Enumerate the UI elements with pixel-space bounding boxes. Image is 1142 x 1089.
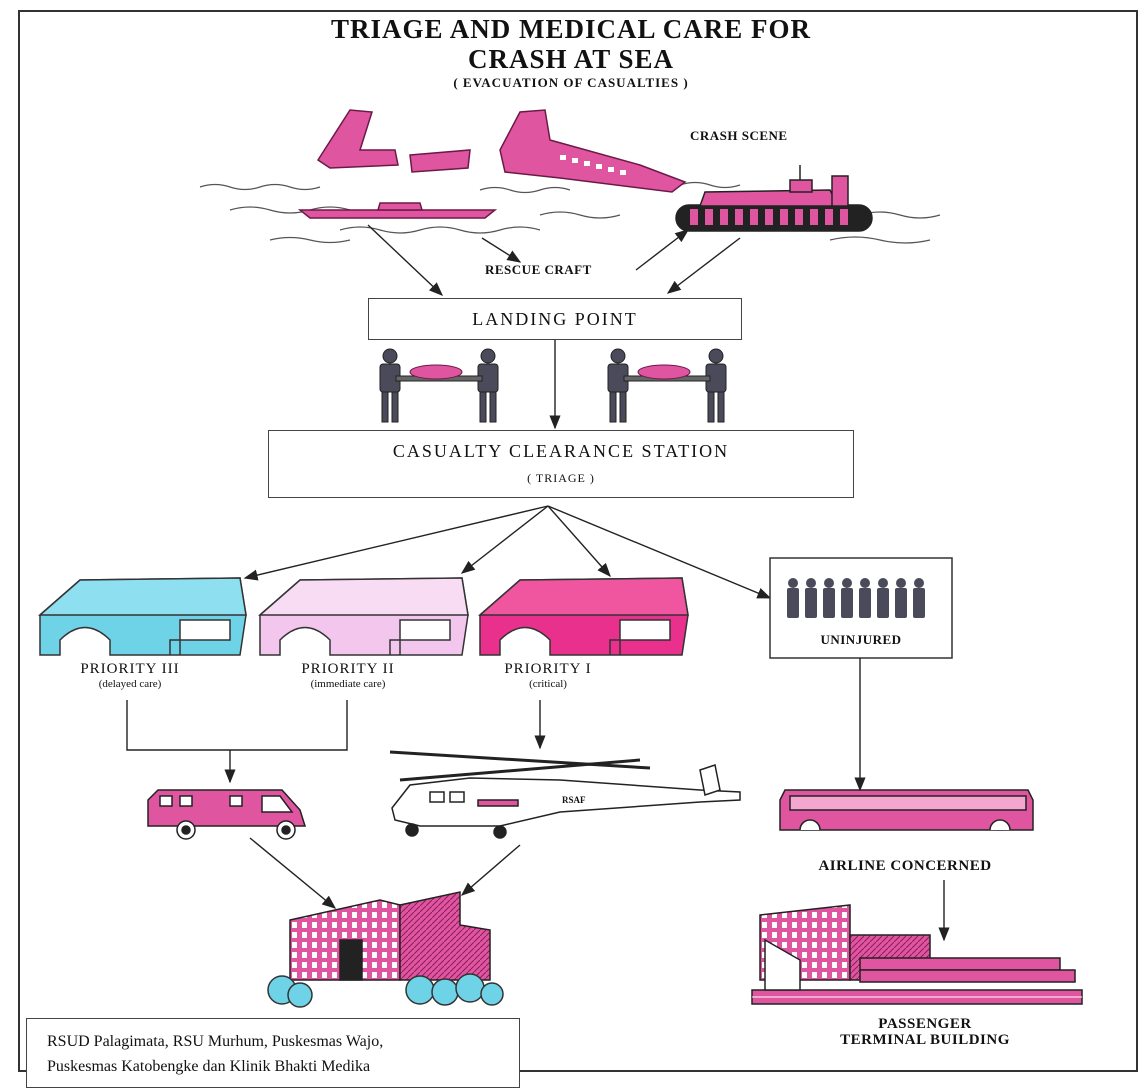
uninjured-people-icon	[787, 578, 925, 618]
crash-scene-label: CRASH SCENE	[690, 128, 788, 143]
title-line-1: TRIAGE AND MEDICAL CARE FOR	[330, 14, 812, 44]
ambulance-icon	[147, 789, 307, 840]
rescue-arrows	[367, 224, 741, 296]
landing-point-box: LANDING POINT	[368, 298, 742, 340]
hospitals-box: RSUD Palagimata, RSU Murhum, Puskesmas W…	[26, 1018, 520, 1088]
rescue-craft-label: RESCUE CRAFT	[485, 262, 592, 277]
priority-1-label: PRIORITY I	[504, 661, 592, 677]
priority-3-label: PRIORITY III	[80, 661, 180, 677]
terminal-building-icon	[751, 904, 1083, 1005]
helicopter-icon	[389, 750, 741, 839]
hospital-building-icon	[267, 891, 504, 1008]
terminal-label-line-1: PASSENGER	[878, 1016, 972, 1032]
priority-2-label: PRIORITY II	[301, 661, 395, 677]
uninjured-label: UNINJURED	[820, 632, 902, 647]
title-line-2: CRASH AT SEA	[467, 44, 675, 74]
stretcher-bearers-icon	[379, 348, 727, 423]
priority-1-hut-icon	[478, 577, 689, 656]
landing-point-label: LANDING POINT	[472, 309, 638, 329]
casualty-station-sublabel: ( TRIAGE )	[527, 471, 595, 485]
transport-lines	[126, 658, 950, 942]
triage-arrows	[243, 505, 772, 599]
hovercraft-icon	[675, 165, 873, 232]
bus-icon	[779, 789, 1034, 831]
diagram-frame	[18, 10, 1138, 1072]
helicopter-mark: RSAF	[562, 795, 586, 805]
hospitals-line-1: RSUD Palagimata, RSU Murhum, Puskesmas W…	[47, 1033, 384, 1050]
priority-3-hut-icon	[38, 577, 247, 656]
subtitle: ( EVACUATION OF CASUALTIES )	[453, 75, 689, 90]
casualty-clearance-station-box: CASUALTY CLEARANCE STATION ( TRIAGE )	[268, 430, 854, 498]
rescue-boat-icon	[297, 202, 498, 219]
priority-2-sublabel: (immediate care)	[310, 678, 386, 690]
airline-concerned-label: AIRLINE CONCERNED	[818, 858, 992, 874]
priority-2-hut-icon	[258, 577, 469, 656]
casualty-station-label: CASUALTY CLEARANCE STATION	[392, 441, 730, 461]
hospitals-line-2: Puskesmas Katobengke dan Klinik Bhakti M…	[47, 1058, 371, 1075]
terminal-label-line-2: TERMINAL BUILDING	[840, 1032, 1010, 1048]
priority-1-sublabel: (critical)	[529, 678, 567, 690]
crashed-aircraft-icon	[316, 109, 687, 193]
priority-3-sublabel: (delayed care)	[98, 678, 162, 690]
sea-waves	[199, 181, 941, 244]
